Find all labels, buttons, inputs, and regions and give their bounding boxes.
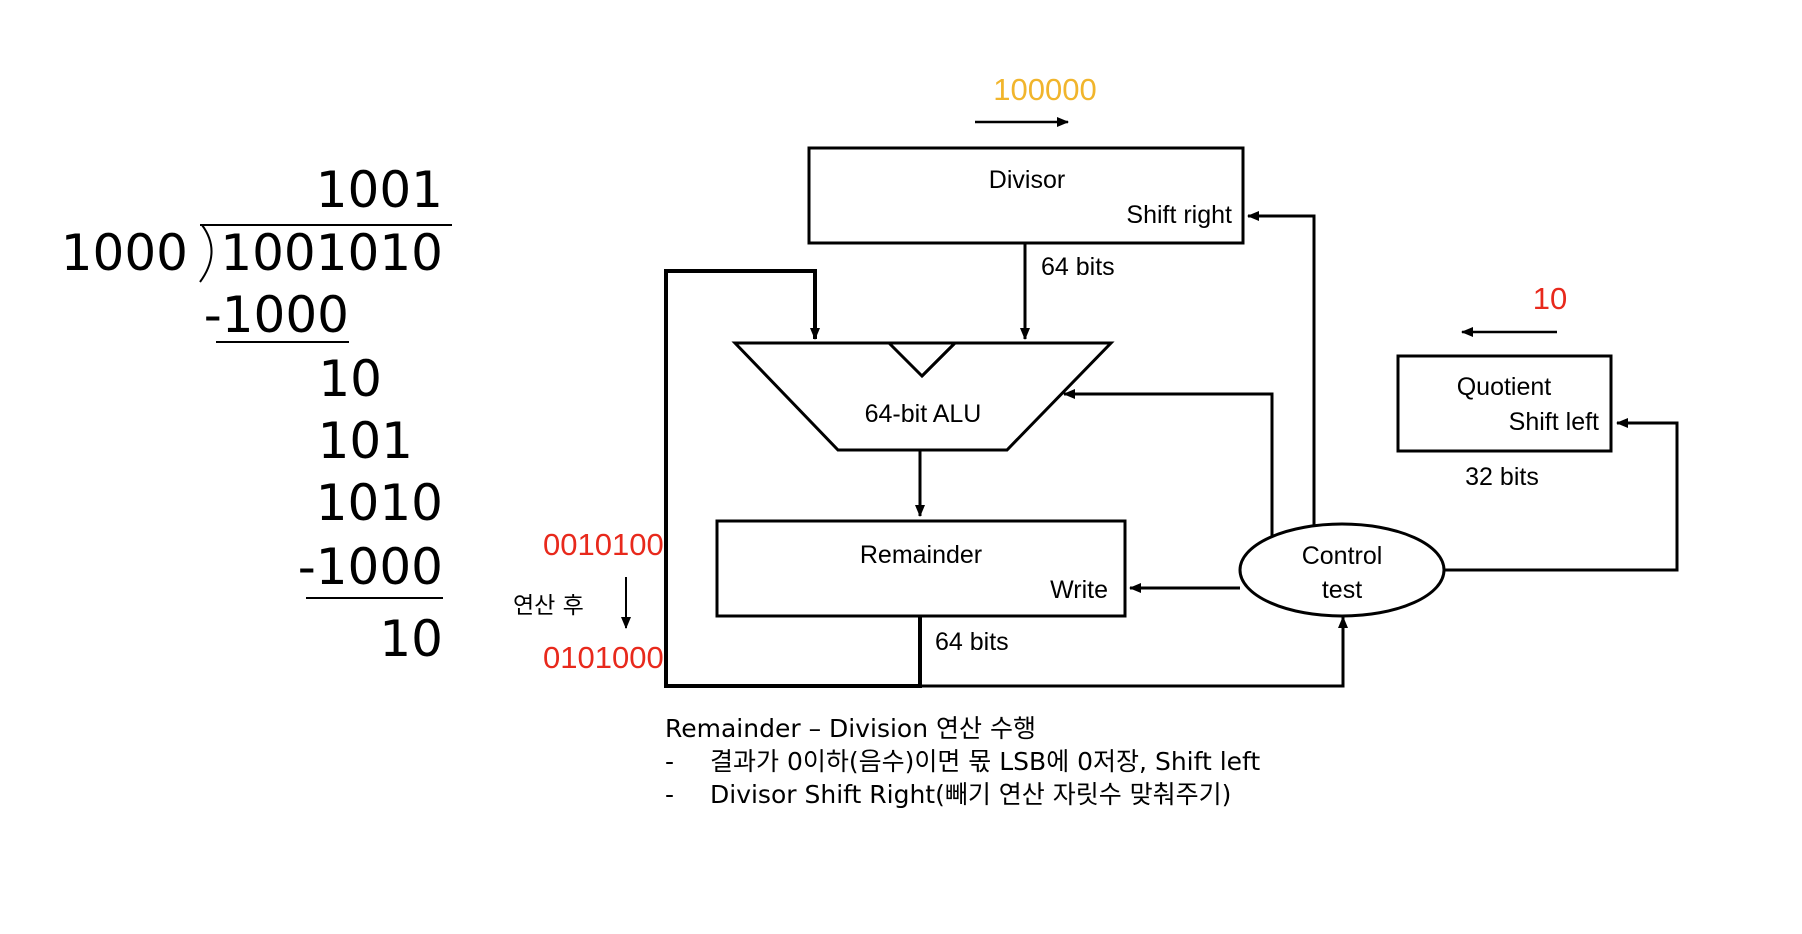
quotient-title: Quotient xyxy=(1457,373,1552,401)
quotient-value: 10 xyxy=(1533,281,1567,316)
control-to-alu-arrow xyxy=(1063,389,1274,536)
long-division: 1001 1000 1001010 -1000 10 101 1010 -100… xyxy=(61,161,452,668)
remainder-op: Write xyxy=(1050,576,1108,604)
alu-notch xyxy=(887,341,957,379)
division-remainder: 10 xyxy=(379,610,443,668)
remainder-register xyxy=(715,519,1127,618)
division-bracket xyxy=(199,224,213,283)
divisor-op: Shift right xyxy=(1126,201,1232,229)
control-line1: Control xyxy=(1302,542,1383,570)
alu-shape xyxy=(731,341,1115,452)
annotations: 100000 10 0010100 연산 후 0101000 xyxy=(513,72,1567,675)
divisor-value: 100000 xyxy=(993,72,1096,107)
quotient-bits: 32 bits xyxy=(1465,463,1539,491)
notes-bullet-marker: - xyxy=(665,747,674,776)
divisor-title: Divisor xyxy=(989,166,1065,194)
notes-bullet: 결과가 0이하(음수)이면 몫 LSB에 0저장, Shift left xyxy=(710,747,1260,776)
division-step: 10 xyxy=(318,350,382,408)
division-step: -1000 xyxy=(204,286,349,344)
division-divisor: 1000 xyxy=(61,224,188,282)
notes: Remainder – Division 연산 수행 - 결과가 0이하(음수)… xyxy=(665,714,1260,809)
remainder-before: 0010100 xyxy=(543,527,664,562)
control-to-quotient-arrow xyxy=(1444,418,1679,572)
notes-title: Remainder – Division 연산 수행 xyxy=(665,714,1036,743)
division-quotient: 1001 xyxy=(316,161,443,219)
quotient-op: Shift left xyxy=(1509,408,1599,436)
control-line2: test xyxy=(1322,576,1362,604)
division-step: 1010 xyxy=(316,474,443,532)
after-op-label: 연산 후 xyxy=(513,593,584,619)
division-step: 101 xyxy=(318,412,413,470)
alu-label: 64-bit ALU xyxy=(865,400,982,428)
notes-bullet-marker: - xyxy=(665,780,674,809)
remainder-after: 0101000 xyxy=(543,640,664,675)
remainder-feedback-loop xyxy=(664,269,922,688)
divisor-register xyxy=(807,146,1245,245)
division-hardware-diagram: Divisor Shift right 64 bits 64-bit ALU R… xyxy=(664,146,1679,688)
remainder-title: Remainder xyxy=(860,541,982,569)
division-step: -1000 xyxy=(298,538,443,596)
remainder-to-control-arrow xyxy=(920,616,1348,688)
notes-bullet: Divisor Shift Right(빼기 연산 자릿수 맞춰주기) xyxy=(710,780,1231,809)
remainder-bits: 64 bits xyxy=(935,628,1009,656)
division-dividend: 1001010 xyxy=(220,224,443,282)
divisor-bits: 64 bits xyxy=(1041,253,1115,281)
control-to-divisor-arrow xyxy=(1247,211,1316,526)
quotient-register xyxy=(1396,354,1613,453)
